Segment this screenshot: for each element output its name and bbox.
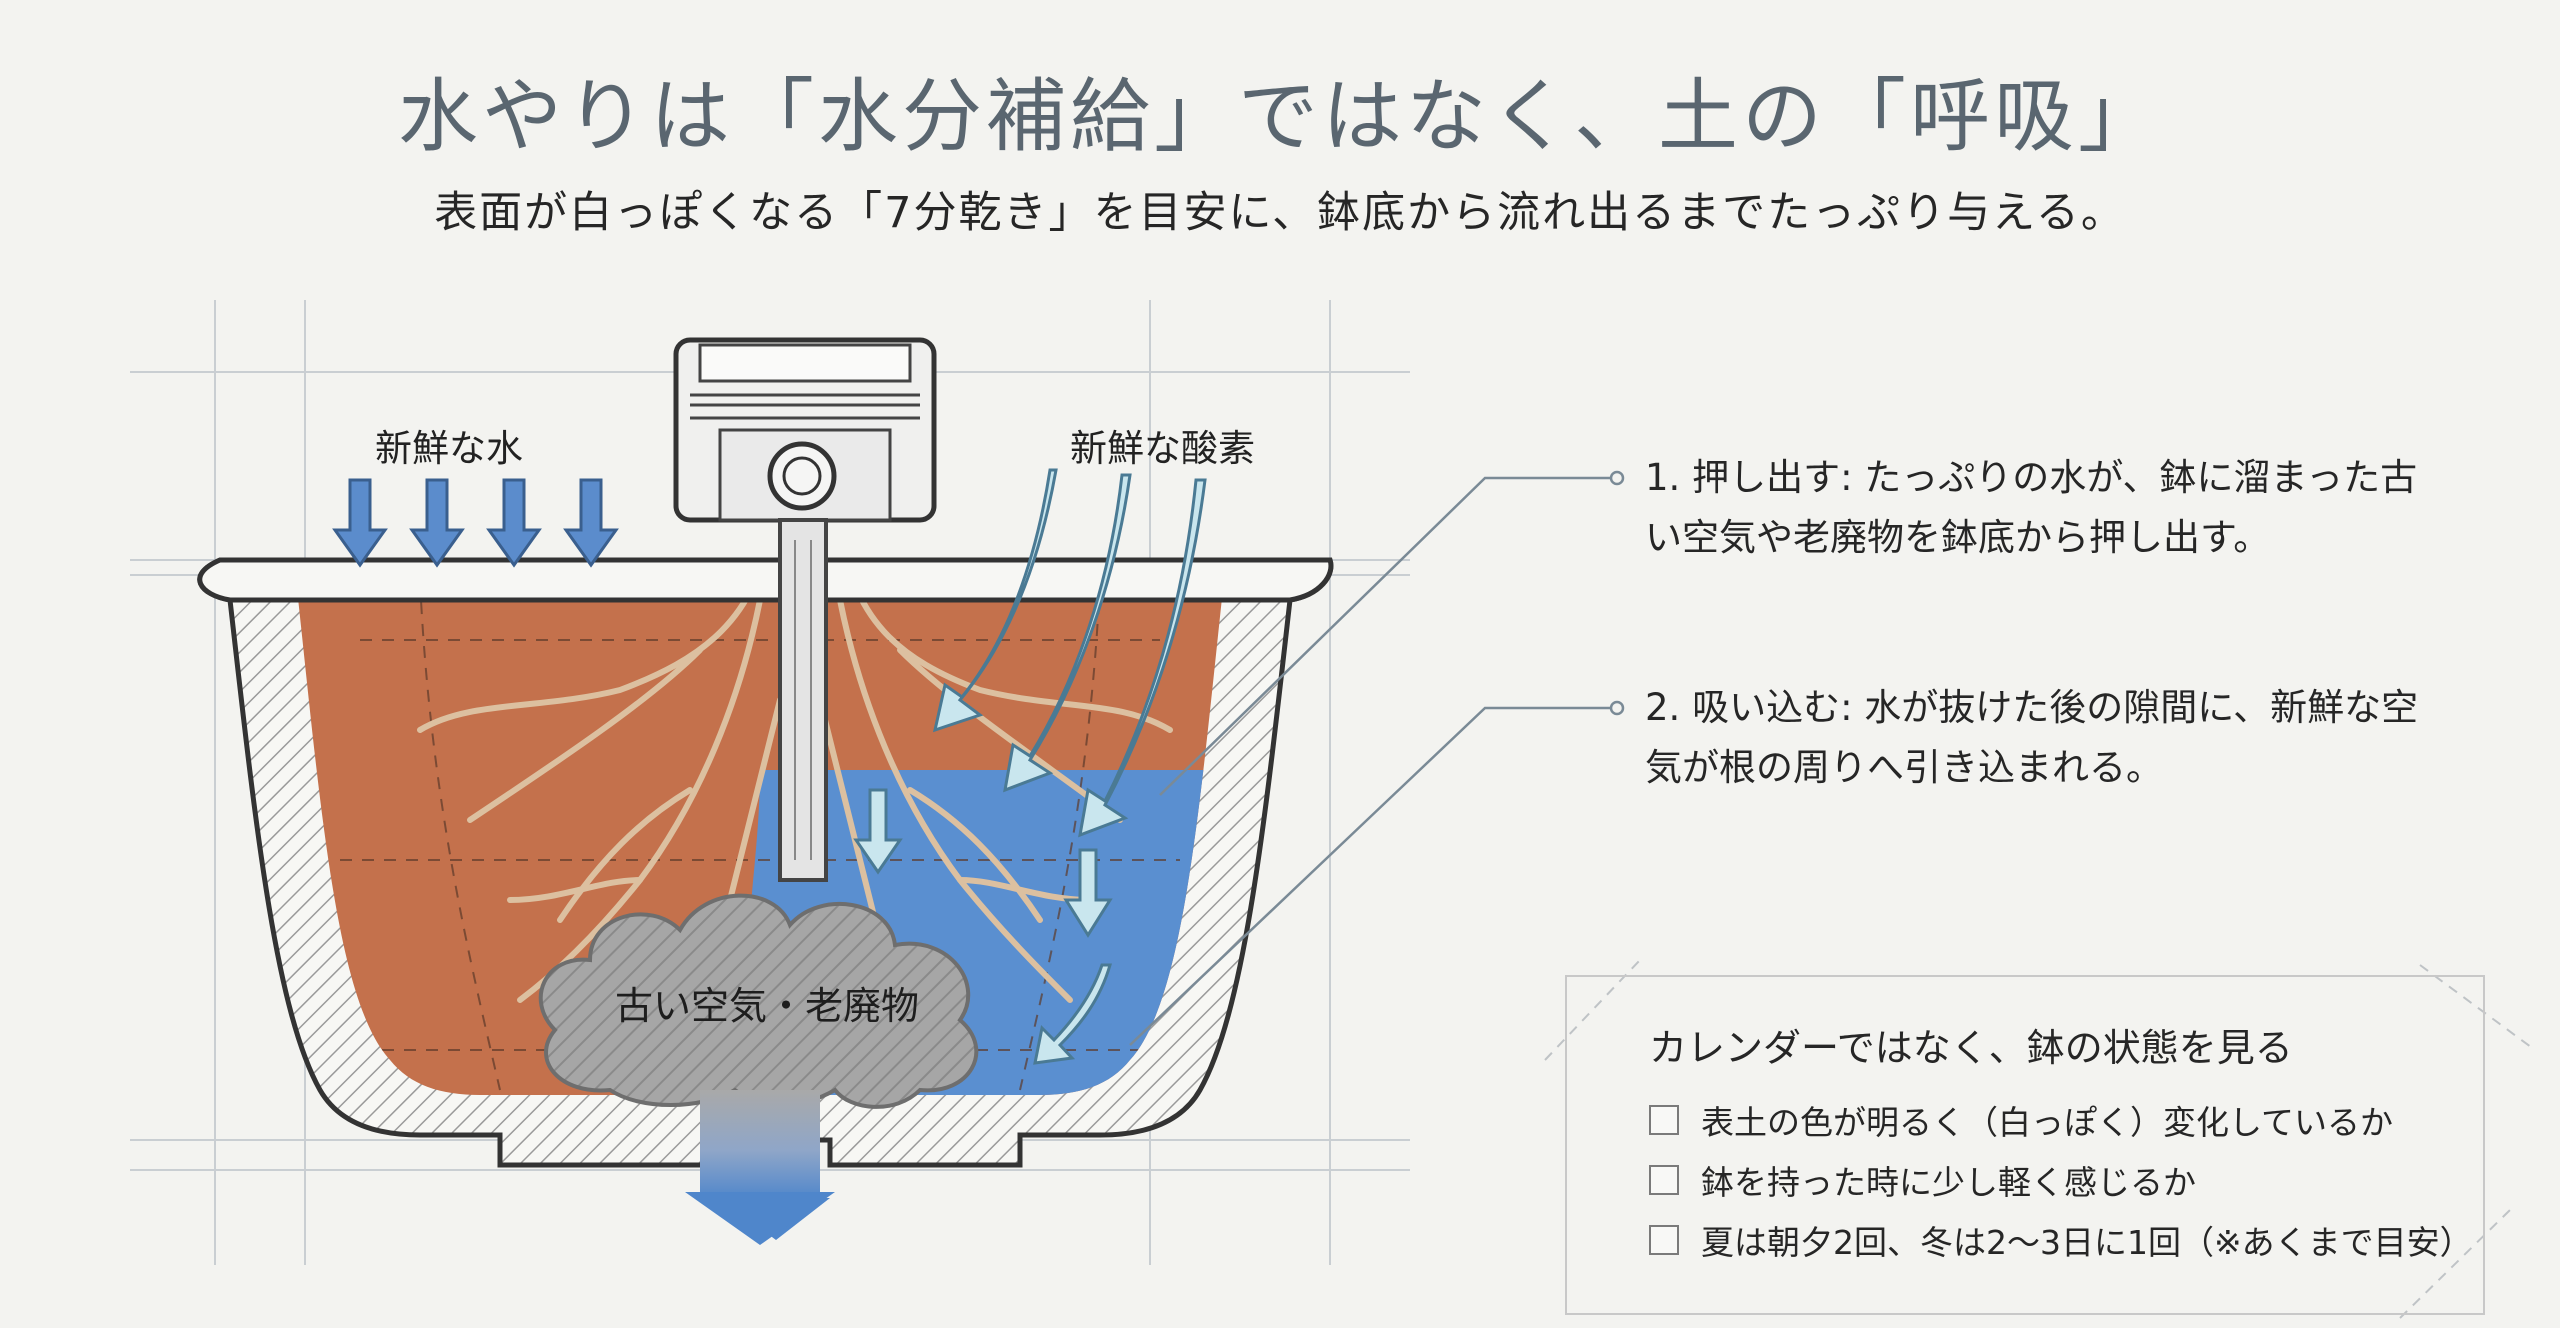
checklist-item[interactable]: 表土の色が明るく（白っぽく）変化しているか [1649, 1099, 2394, 1142]
piston-icon [673, 337, 937, 882]
checklist-title: カレンダーではなく、鉢の状態を見る [1649, 1026, 2293, 1070]
checklist-item-label: 鉢を持った時に少し軽く感じるか [1701, 1163, 2196, 1202]
callout-leaders [1129, 470, 1625, 1046]
pot-rim [197, 557, 1334, 603]
page-subtitle: 表面が白っぽくなる「7分乾き」を目安に、鉢底から流れ出るまでたっぷり与える。 [434, 188, 2126, 238]
oxygen-arrows-icon [932, 468, 1207, 838]
drain-arrow-icon [685, 1090, 835, 1245]
checkbox[interactable] [1649, 1165, 1679, 1195]
checkbox[interactable] [1649, 1225, 1679, 1255]
inner-flow-arrows-icon [853, 788, 1113, 1065]
label-old-air: 古い空気・老廃物 [615, 984, 920, 1028]
water-arrows-icon [332, 478, 619, 568]
checklist-item-label: 表土の色が明るく（白っぽく）変化しているか [1701, 1103, 2394, 1142]
label-fresh-oxygen: 新鮮な酸素 [1070, 427, 1255, 470]
checklist-item[interactable]: 鉢を持った時に少し軽く感じるか [1649, 1159, 2196, 1202]
checklist-panel: カレンダーではなく、鉢の状態を見る 表土の色が明るく（白っぽく）変化しているか … [1565, 975, 2485, 1315]
checklist-item[interactable]: 夏は朝夕2回、冬は2〜3日に1回（※あくまで目安） [1649, 1219, 2473, 1262]
callout-push-out: 1. 押し出す: たっぷりの水が、鉢に溜まった古い空気や老廃物を鉢底から押し出す… [1645, 456, 2418, 559]
page-title: 水やりは「水分補給」ではなく、土の「呼吸」 [398, 70, 2162, 163]
checkbox[interactable] [1649, 1105, 1679, 1135]
checklist-item-label: 夏は朝夕2回、冬は2〜3日に1回（※あくまで目安） [1701, 1223, 2473, 1262]
label-fresh-water: 新鮮な水 [375, 427, 523, 470]
callout-draw-in: 2. 吸い込む: 水が抜けた後の隙間に、新鮮な空気が根の周りへ引き込まれる。 [1645, 686, 2419, 789]
